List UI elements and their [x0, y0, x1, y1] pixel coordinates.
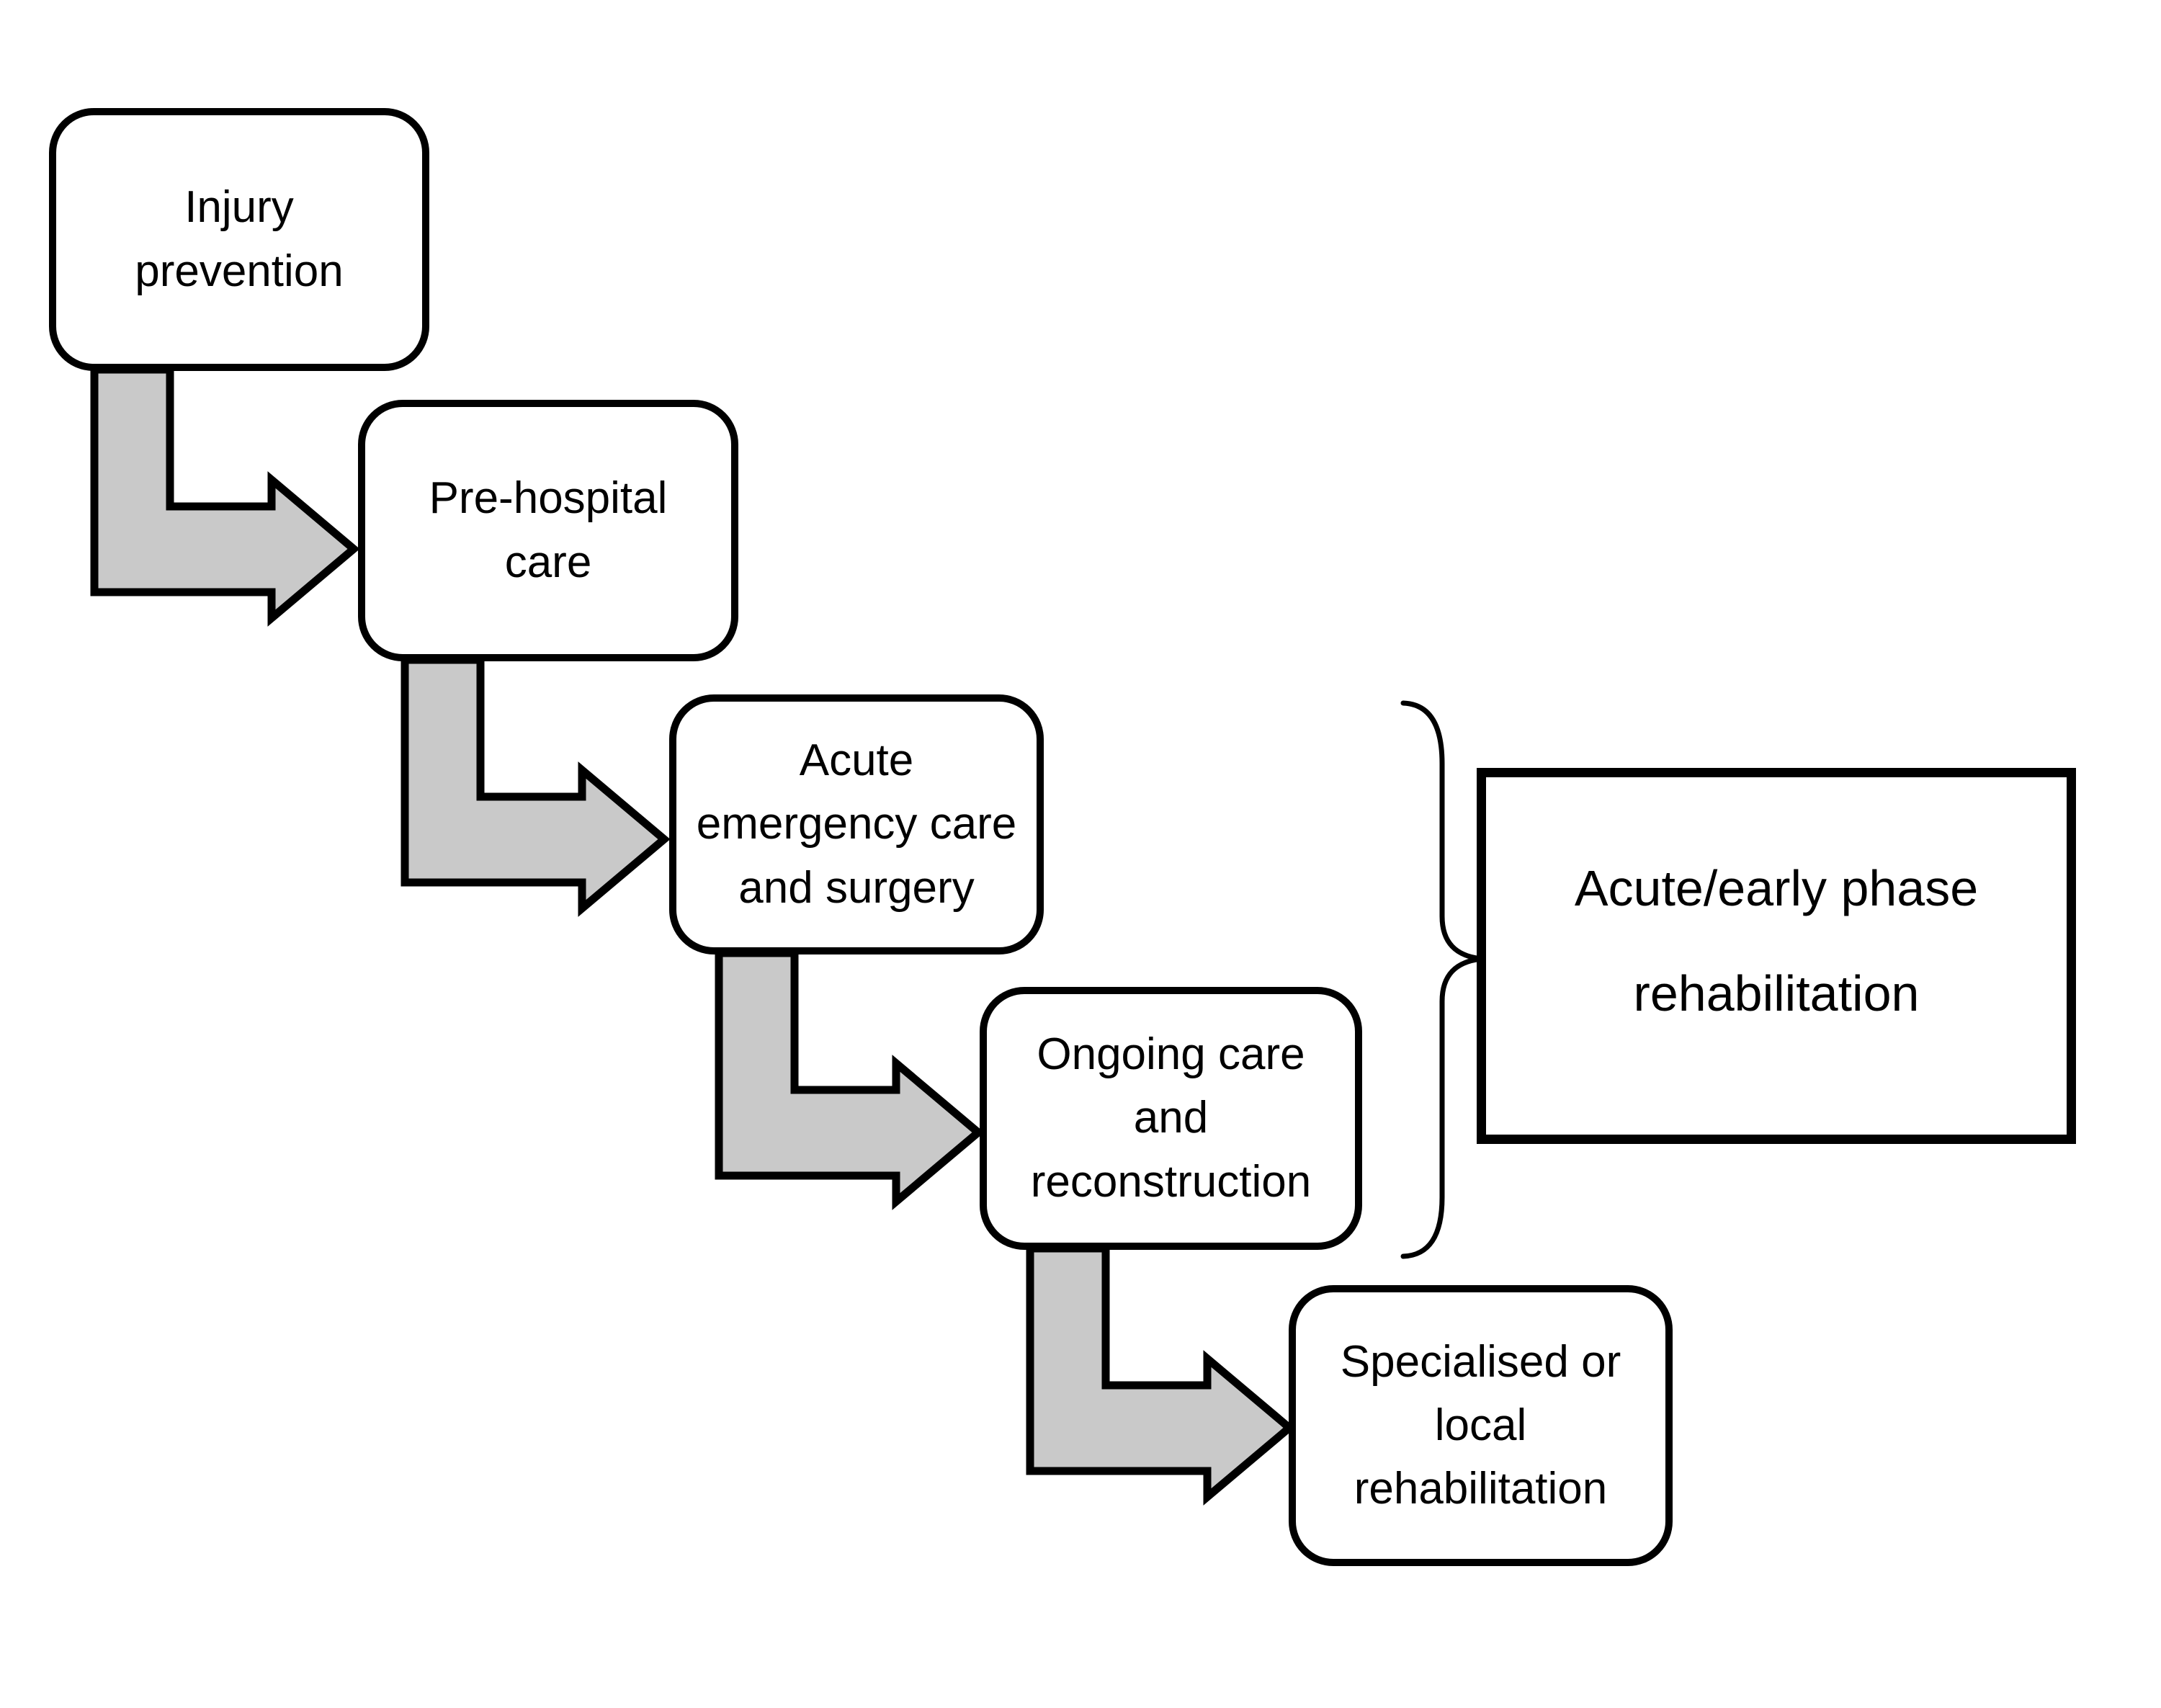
flow-box-ongoing-care: Ongoing care and reconstruction [980, 987, 1362, 1250]
bent-arrow-3-shape [715, 949, 985, 1210]
group-box-acute-early-phase-rehabilitation: Acute/early phase rehabilitation [1477, 768, 2076, 1144]
flow-box-acute-emergency-care-label: Acute emergency care and surgery [696, 735, 1017, 913]
flow-box-injury-prevention-label: Injury prevention [135, 182, 344, 296]
bent-arrow-4-shape [1026, 1244, 1296, 1506]
bent-arrow-2-shape [401, 656, 671, 917]
flow-box-injury-prevention: Injury prevention [49, 108, 429, 371]
bent-arrow-2 [401, 656, 671, 917]
bent-arrow-1-shape [90, 365, 360, 627]
bent-arrow-1 [90, 365, 360, 627]
flow-box-acute-emergency-care: Acute emergency care and surgery [669, 694, 1044, 954]
bent-arrow-4 [1026, 1244, 1296, 1506]
bent-arrow-3 [715, 949, 985, 1210]
curly-brace-path [1400, 700, 1483, 1259]
flow-box-ongoing-care-label: Ongoing care and reconstruction [1030, 1029, 1312, 1207]
group-box-label-line1: Acute/early phase [1574, 860, 1979, 916]
flow-box-specialised-local-rehab: Specialised or local rehabilitation [1289, 1285, 1673, 1566]
flow-box-pre-hospital-care-label: Pre-hospital care [429, 473, 668, 587]
group-box-label-line2: rehabilitation [1633, 965, 1920, 1021]
flow-box-pre-hospital-care: Pre-hospital care [358, 400, 738, 661]
flow-box-specialised-local-rehab-label: Specialised or local rehabilitation [1340, 1336, 1621, 1514]
